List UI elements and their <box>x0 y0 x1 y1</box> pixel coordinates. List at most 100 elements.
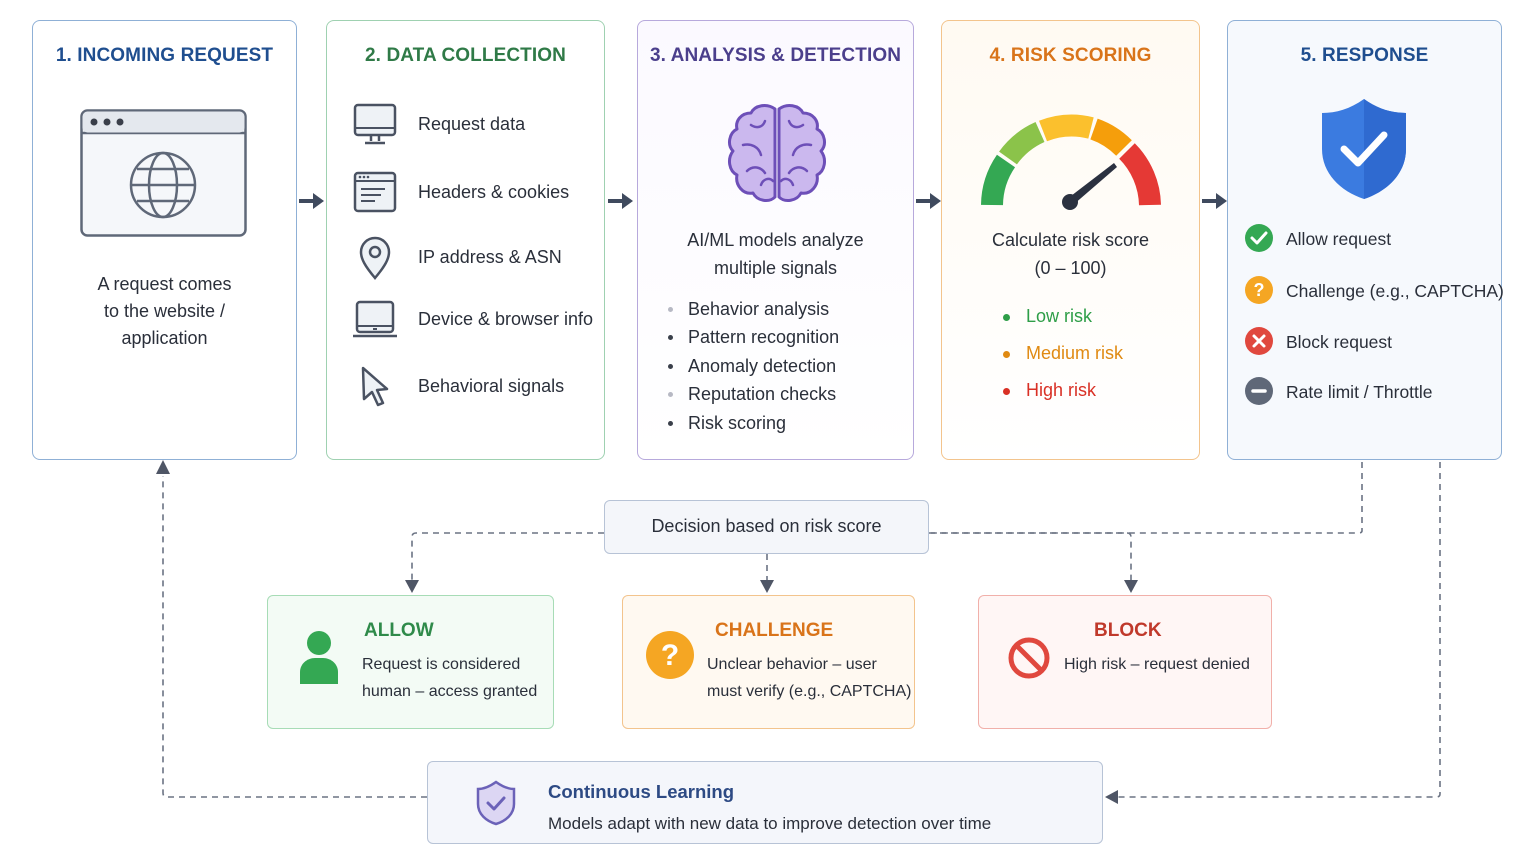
location-pin-icon <box>359 236 391 280</box>
data-item-label: Behavioral signals <box>418 376 565 396</box>
user-icon <box>300 631 338 684</box>
description-line: A request comes <box>97 274 232 294</box>
decision-to-block-line <box>929 532 1132 582</box>
stage-title: 3. ANALYSIS & DETECTION <box>649 45 902 66</box>
risk-level-medium: Medium risk <box>1002 343 1123 380</box>
bullet-item: Behavior analysis <box>666 295 839 323</box>
data-item-headers: Headers & cookies <box>327 171 604 215</box>
flow-arrow-3 <box>916 193 941 209</box>
description-line: Calculate risk score <box>991 230 1150 250</box>
risk-levels: Low risk Medium risk High risk <box>1002 306 1123 417</box>
flow-arrow-2 <box>608 193 633 209</box>
description-line: multiple signals <box>713 258 838 278</box>
outcome-challenge: ? CHALLENGE Unclear behavior – user must… <box>622 595 915 729</box>
question-circle-icon: ? <box>646 631 694 679</box>
description-line: to the website / <box>103 301 226 321</box>
gauge-icon <box>981 114 1161 210</box>
monitor-icon <box>353 103 397 145</box>
outcome-text: Unclear behavior – user must verify (e.g… <box>707 651 911 705</box>
shield-check-icon <box>476 780 516 826</box>
arrowhead-block <box>1124 580 1138 593</box>
response-label: Block request <box>1286 332 1393 352</box>
outcome-line: human – access granted <box>362 683 538 700</box>
stage-title: 5. RESPONSE <box>1300 45 1429 66</box>
question-circle-icon: ? <box>1245 276 1273 304</box>
outcome-title: CHALLENGE <box>715 620 834 641</box>
shield-check-icon <box>1322 99 1406 199</box>
learning-text: Models adapt with new data to improve de… <box>548 814 992 833</box>
description-line: AI/ML models analyze <box>687 230 864 250</box>
outcome-title: ALLOW <box>364 620 434 641</box>
data-item-label: Device & browser info <box>418 309 594 329</box>
bullet-item: Risk scoring <box>666 409 839 437</box>
response-to-decision-line <box>929 462 1363 534</box>
svg-text:?: ? <box>661 639 679 672</box>
stage-analysis-detection: 3. ANALYSIS & DETECTION AI/ML models ana… <box>637 20 914 460</box>
outcome-line: Unclear behavior – user <box>707 656 877 673</box>
stage-description: AI/ML models analyze multiple signals <box>648 226 903 282</box>
response-challenge: ? Challenge (e.g., CAPTCHA) <box>1244 275 1504 307</box>
response-to-learning-line <box>1118 462 1441 798</box>
outcome-title: BLOCK <box>1094 620 1162 641</box>
response-allow: Allow request <box>1244 223 1504 255</box>
response-rate-limit: Rate limit / Throttle <box>1244 376 1504 408</box>
description-line: application <box>121 328 208 348</box>
cursor-icon <box>361 366 389 407</box>
minus-circle-icon <box>1245 377 1273 405</box>
response-label: Rate limit / Throttle <box>1286 382 1433 402</box>
arrowhead-learning <box>1105 790 1118 804</box>
analysis-bullets: Behavior analysis Pattern recognition An… <box>666 295 839 437</box>
data-item-behavior: Behavioral signals <box>327 365 604 409</box>
outcome-line: High risk – request denied <box>1064 656 1250 673</box>
outcome-line: Request is considered <box>362 656 521 673</box>
decision-to-allow-line <box>411 532 604 582</box>
decision-box: Decision based on risk score <box>604 500 929 554</box>
check-circle-icon <box>1245 224 1273 252</box>
learning-title: Continuous Learning <box>548 781 735 802</box>
outcome-text: Request is considered human – access gra… <box>362 651 537 705</box>
arrowhead-incoming <box>156 460 170 474</box>
data-item-label: Request data <box>418 114 526 134</box>
continuous-learning-box: Continuous Learning Models adapt with ne… <box>427 761 1103 844</box>
bullet-item: Anomaly detection <box>666 352 839 380</box>
globe-icon <box>129 151 197 219</box>
data-item-label: Headers & cookies <box>418 182 570 202</box>
prohibited-icon <box>1008 637 1050 679</box>
data-item-request: Request data <box>327 103 604 147</box>
stage-response: 5. RESPONSE Allow request ? Challenge (e… <box>1227 20 1504 460</box>
arrowhead-allow <box>405 580 419 593</box>
stage-title: 1. INCOMING REQUEST <box>55 45 274 66</box>
flow-arrow-1 <box>299 193 324 209</box>
stage-title: 4. RISK SCORING <box>989 45 1152 66</box>
stage-incoming-request: 1. INCOMING REQUEST A request comes to t… <box>32 20 297 460</box>
bullet-item: Pattern recognition <box>666 323 839 351</box>
outcome-text: High risk – request denied <box>1064 651 1250 678</box>
risk-level-low: Low risk <box>1002 306 1123 343</box>
flow-arrow-4 <box>1202 193 1227 209</box>
outcome-line: must verify (e.g., CAPTCHA) <box>707 683 912 700</box>
bullet-item: Reputation checks <box>666 380 839 408</box>
risk-level-high: High risk <box>1002 380 1123 417</box>
browser-document-icon <box>353 171 397 213</box>
description-line: (0 – 100) <box>1034 258 1107 278</box>
outcome-allow: ALLOW Request is considered human – acce… <box>267 595 554 729</box>
data-item-device: Device & browser info <box>327 298 604 342</box>
brain-icon <box>728 104 826 202</box>
stage-risk-scoring: 4. RISK SCORING Calculate risk score (0 … <box>941 20 1200 460</box>
arrowhead-challenge <box>760 580 774 593</box>
data-item-ip: IP address & ASN <box>327 236 604 280</box>
learning-to-incoming-line <box>162 476 427 798</box>
response-label: Allow request <box>1286 229 1392 249</box>
laptop-icon <box>353 300 397 338</box>
stage-title: 2. DATA COLLECTION <box>365 45 566 66</box>
x-circle-icon <box>1245 327 1273 355</box>
stage-data-collection: 2. DATA COLLECTION Request data Headers … <box>326 20 605 460</box>
stage-description: Calculate risk score (0 – 100) <box>952 226 1189 282</box>
response-label: Challenge (e.g., CAPTCHA) <box>1286 281 1504 301</box>
outcome-block: BLOCK High risk – request denied <box>978 595 1272 729</box>
svg-text:?: ? <box>1254 280 1265 300</box>
data-item-label: IP address & ASN <box>418 247 562 267</box>
browser-window-icon <box>80 109 247 237</box>
stage-description: A request comes to the website / applica… <box>53 271 276 352</box>
